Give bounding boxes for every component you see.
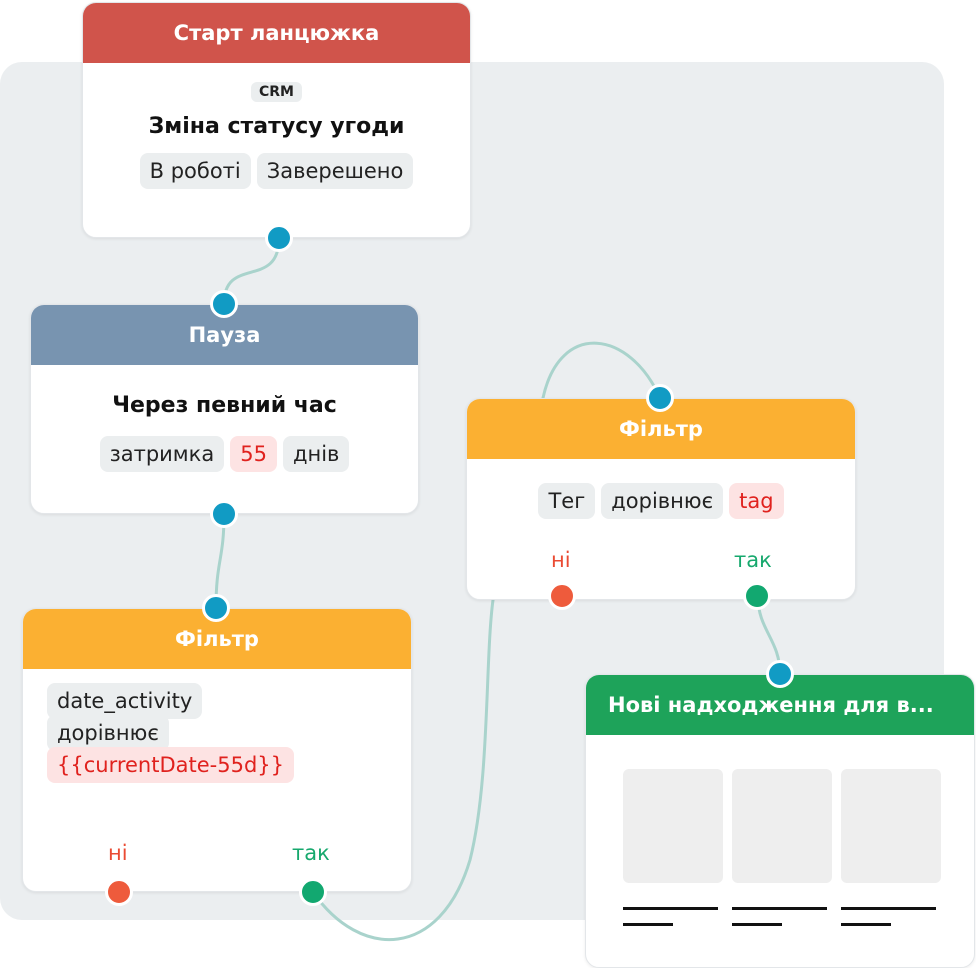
filter-left-no-label: ні [108, 841, 128, 865]
filter-left-input-connector[interactable] [202, 594, 230, 622]
filter-right-no-connector[interactable] [548, 582, 576, 610]
preview-text-line [841, 907, 936, 910]
filter-value-chip: tag [729, 483, 784, 519]
filter-value-chip: {{currentDate-55d}} [47, 747, 295, 783]
filter-field-chip: date_activity [47, 683, 203, 719]
status-chip: В роботі [139, 153, 251, 189]
preview-text-line [732, 923, 782, 926]
crm-badge: CRM [251, 82, 302, 102]
filter-right-yes-label: так [734, 548, 772, 572]
filter-field-chip: Тег [538, 483, 596, 519]
status-chip: Заверешено [256, 153, 414, 189]
action-node[interactable]: Нові надходження для в... [585, 674, 975, 968]
start-output-connector[interactable] [265, 224, 293, 252]
preview-text-line [841, 923, 891, 926]
filter-node-left[interactable]: Фільтр date_activity дорівнює {{currentD… [22, 608, 412, 892]
filter-right-yes-connector[interactable] [743, 582, 771, 610]
pause-input-connector[interactable] [210, 290, 238, 318]
filter-operator-chip: дорівнює [47, 715, 169, 751]
preview-card-placeholder [841, 769, 941, 883]
filter-left-yes-label: так [292, 841, 330, 865]
filter-right-no-label: ні [551, 548, 571, 572]
preview-card-placeholder [732, 769, 832, 883]
pause-title: Через певний час [112, 393, 337, 418]
preview-text-line [623, 907, 718, 910]
preview-text-line [732, 907, 827, 910]
filter-operator-chip: дорівнює [601, 483, 724, 519]
filter-left-no-connector[interactable] [105, 878, 133, 906]
delay-value-chip: 55 [230, 436, 277, 472]
start-chain-header: Старт ланцюжка [83, 3, 470, 63]
pause-node[interactable]: Пауза Через певний час затримка 55 днів [30, 304, 419, 514]
preview-text-line [623, 923, 673, 926]
start-chain-node[interactable]: Старт ланцюжка CRM Зміна статусу угоди В… [82, 2, 471, 238]
delay-unit-chip: днів [282, 436, 350, 472]
delay-chip: затримка [99, 436, 225, 472]
filter-right-input-connector[interactable] [646, 384, 674, 412]
filter-left-yes-connector[interactable] [299, 878, 327, 906]
filter-node-right[interactable]: Фільтр Тег дорівнює tag [466, 398, 856, 600]
action-input-connector[interactable] [766, 660, 794, 688]
pause-output-connector[interactable] [210, 500, 238, 528]
preview-card-placeholder [623, 769, 723, 883]
trigger-title: Зміна статусу угоди [148, 114, 405, 139]
